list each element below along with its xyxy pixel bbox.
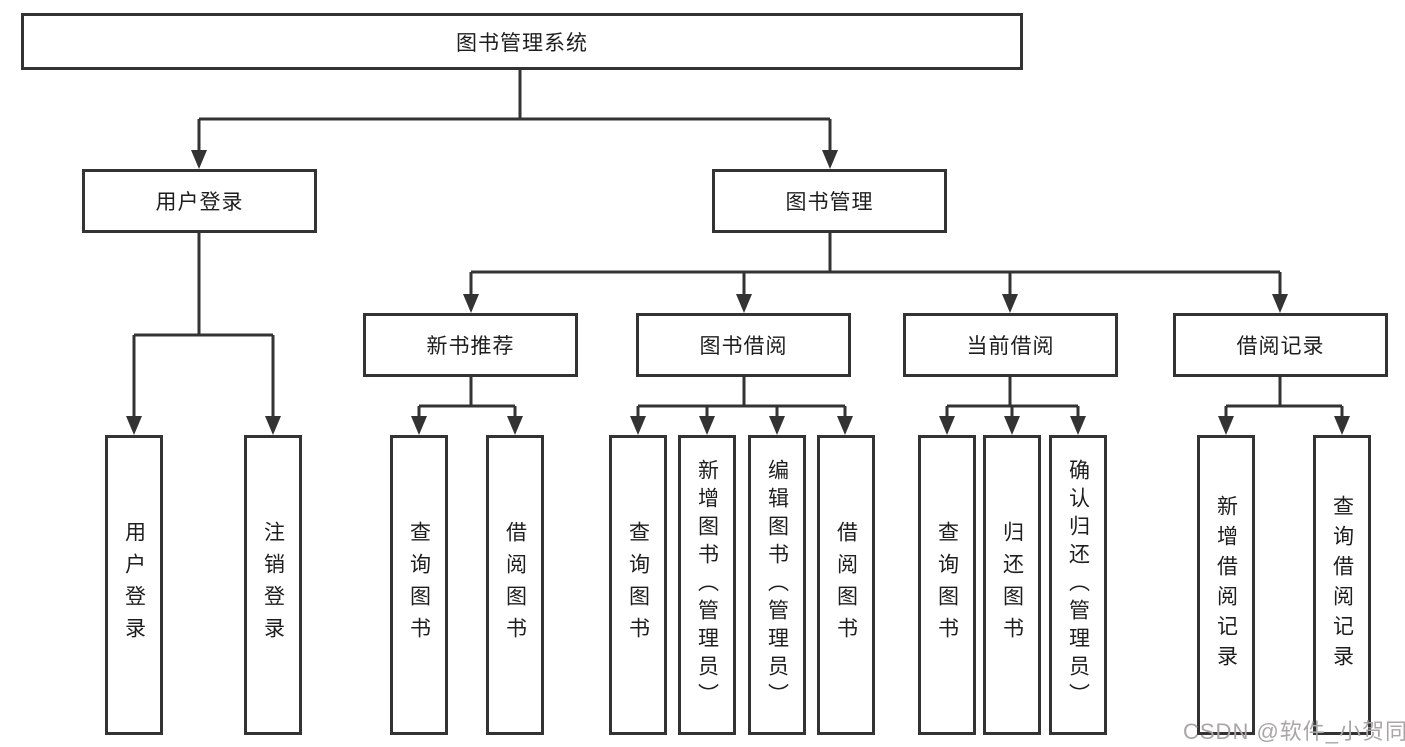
leaf-recommend-borrow-books-label: 借阅图书 [503,521,527,649]
csdn-watermark: CSDN @软件_小贺同学 [1183,719,1405,744]
node-borrow-records-label: 借阅记录 [1236,335,1325,358]
node-book-borrow: 图书借阅 [636,313,851,377]
arrow-down-icon [265,416,281,435]
node-user-login-label: 用户登录 [155,191,244,214]
node-root: 图书管理系统 [21,13,1023,70]
leaf-borrow-borrow-books: 借阅图书 [817,435,875,735]
arrow-down-icon [1070,416,1086,435]
leaf-records-query-record: 查询借阅记录 [1313,435,1371,735]
arrow-down-icon [191,150,207,169]
connector-records-to-leaves [1218,377,1350,435]
arrow-down-icon [126,416,142,435]
arrow-down-icon [1218,416,1234,435]
leaf-logout: 注销登录 [244,435,302,735]
arrow-down-icon [1334,416,1350,435]
node-new-book-recommend: 新书推荐 [363,313,578,377]
arrow-down-icon [507,416,523,435]
connector-borrow-to-leaves [630,377,853,435]
node-borrow-records: 借阅记录 [1173,313,1388,377]
node-book-borrow-label: 图书借阅 [699,335,788,358]
arrow-down-icon [1002,294,1018,313]
arrow-down-icon [736,294,752,313]
arrow-down-icon [822,150,838,169]
arrow-down-icon [699,416,715,435]
arrow-down-icon [1004,416,1020,435]
node-root-label: 图书管理系统 [456,31,588,55]
leaf-borrow-edit-books-admin-label: 编辑图书（管理员） [765,459,789,711]
leaf-current-query-books: 查询图书 [918,435,976,735]
node-book-management-label: 图书管理 [785,191,874,214]
leaf-borrow-add-books-admin: 新增图书（管理员） [678,435,736,735]
connector-recommend-to-leaves [411,377,523,435]
leaf-borrow-query-books-label: 查询图书 [626,521,650,649]
arrow-down-icon [630,416,646,435]
node-user-login: 用户登录 [82,169,317,233]
leaf-logout-label: 注销登录 [261,521,285,649]
node-current-borrow-label: 当前借阅 [966,335,1055,358]
connector-user-login-to-leaves [126,233,281,435]
leaf-current-query-books-label: 查询图书 [935,521,959,649]
leaf-recommend-query-books-label: 查询图书 [407,521,431,649]
leaf-current-confirm-return-admin: 确认归还（管理员） [1049,435,1107,735]
arrow-down-icon [411,416,427,435]
leaf-user-login: 用户登录 [105,435,163,735]
leaf-current-return-books-label: 归还图书 [1000,521,1024,649]
leaf-records-query-record-label: 查询借阅记录 [1330,495,1354,675]
arrow-down-icon [939,416,955,435]
leaf-borrow-query-books: 查询图书 [609,435,667,735]
leaf-recommend-query-books: 查询图书 [390,435,448,735]
leaf-borrow-add-books-admin-label: 新增图书（管理员） [695,459,719,711]
leaf-recommend-borrow-books: 借阅图书 [486,435,544,735]
arrow-down-icon [769,416,785,435]
connector-book-management-to-level3 [463,233,1288,313]
leaf-current-return-books: 归还图书 [983,435,1041,735]
node-book-management: 图书管理 [712,169,947,233]
leaf-user-login-label: 用户登录 [122,521,146,649]
arrow-down-icon [1272,294,1288,313]
connector-root-to-level2 [191,70,838,169]
arrow-down-icon [463,294,479,313]
leaf-records-add-record-label: 新增借阅记录 [1214,495,1238,675]
arrow-down-icon [837,416,853,435]
node-new-book-recommend-label: 新书推荐 [426,335,515,358]
leaf-records-add-record: 新增借阅记录 [1197,435,1255,735]
connector-current-to-leaves [939,377,1086,435]
leaf-borrow-borrow-books-label: 借阅图书 [834,521,858,649]
leaf-current-confirm-return-admin-label: 确认归还（管理员） [1066,459,1090,711]
node-current-borrow: 当前借阅 [903,313,1118,377]
leaf-borrow-edit-books-admin: 编辑图书（管理员） [748,435,806,735]
